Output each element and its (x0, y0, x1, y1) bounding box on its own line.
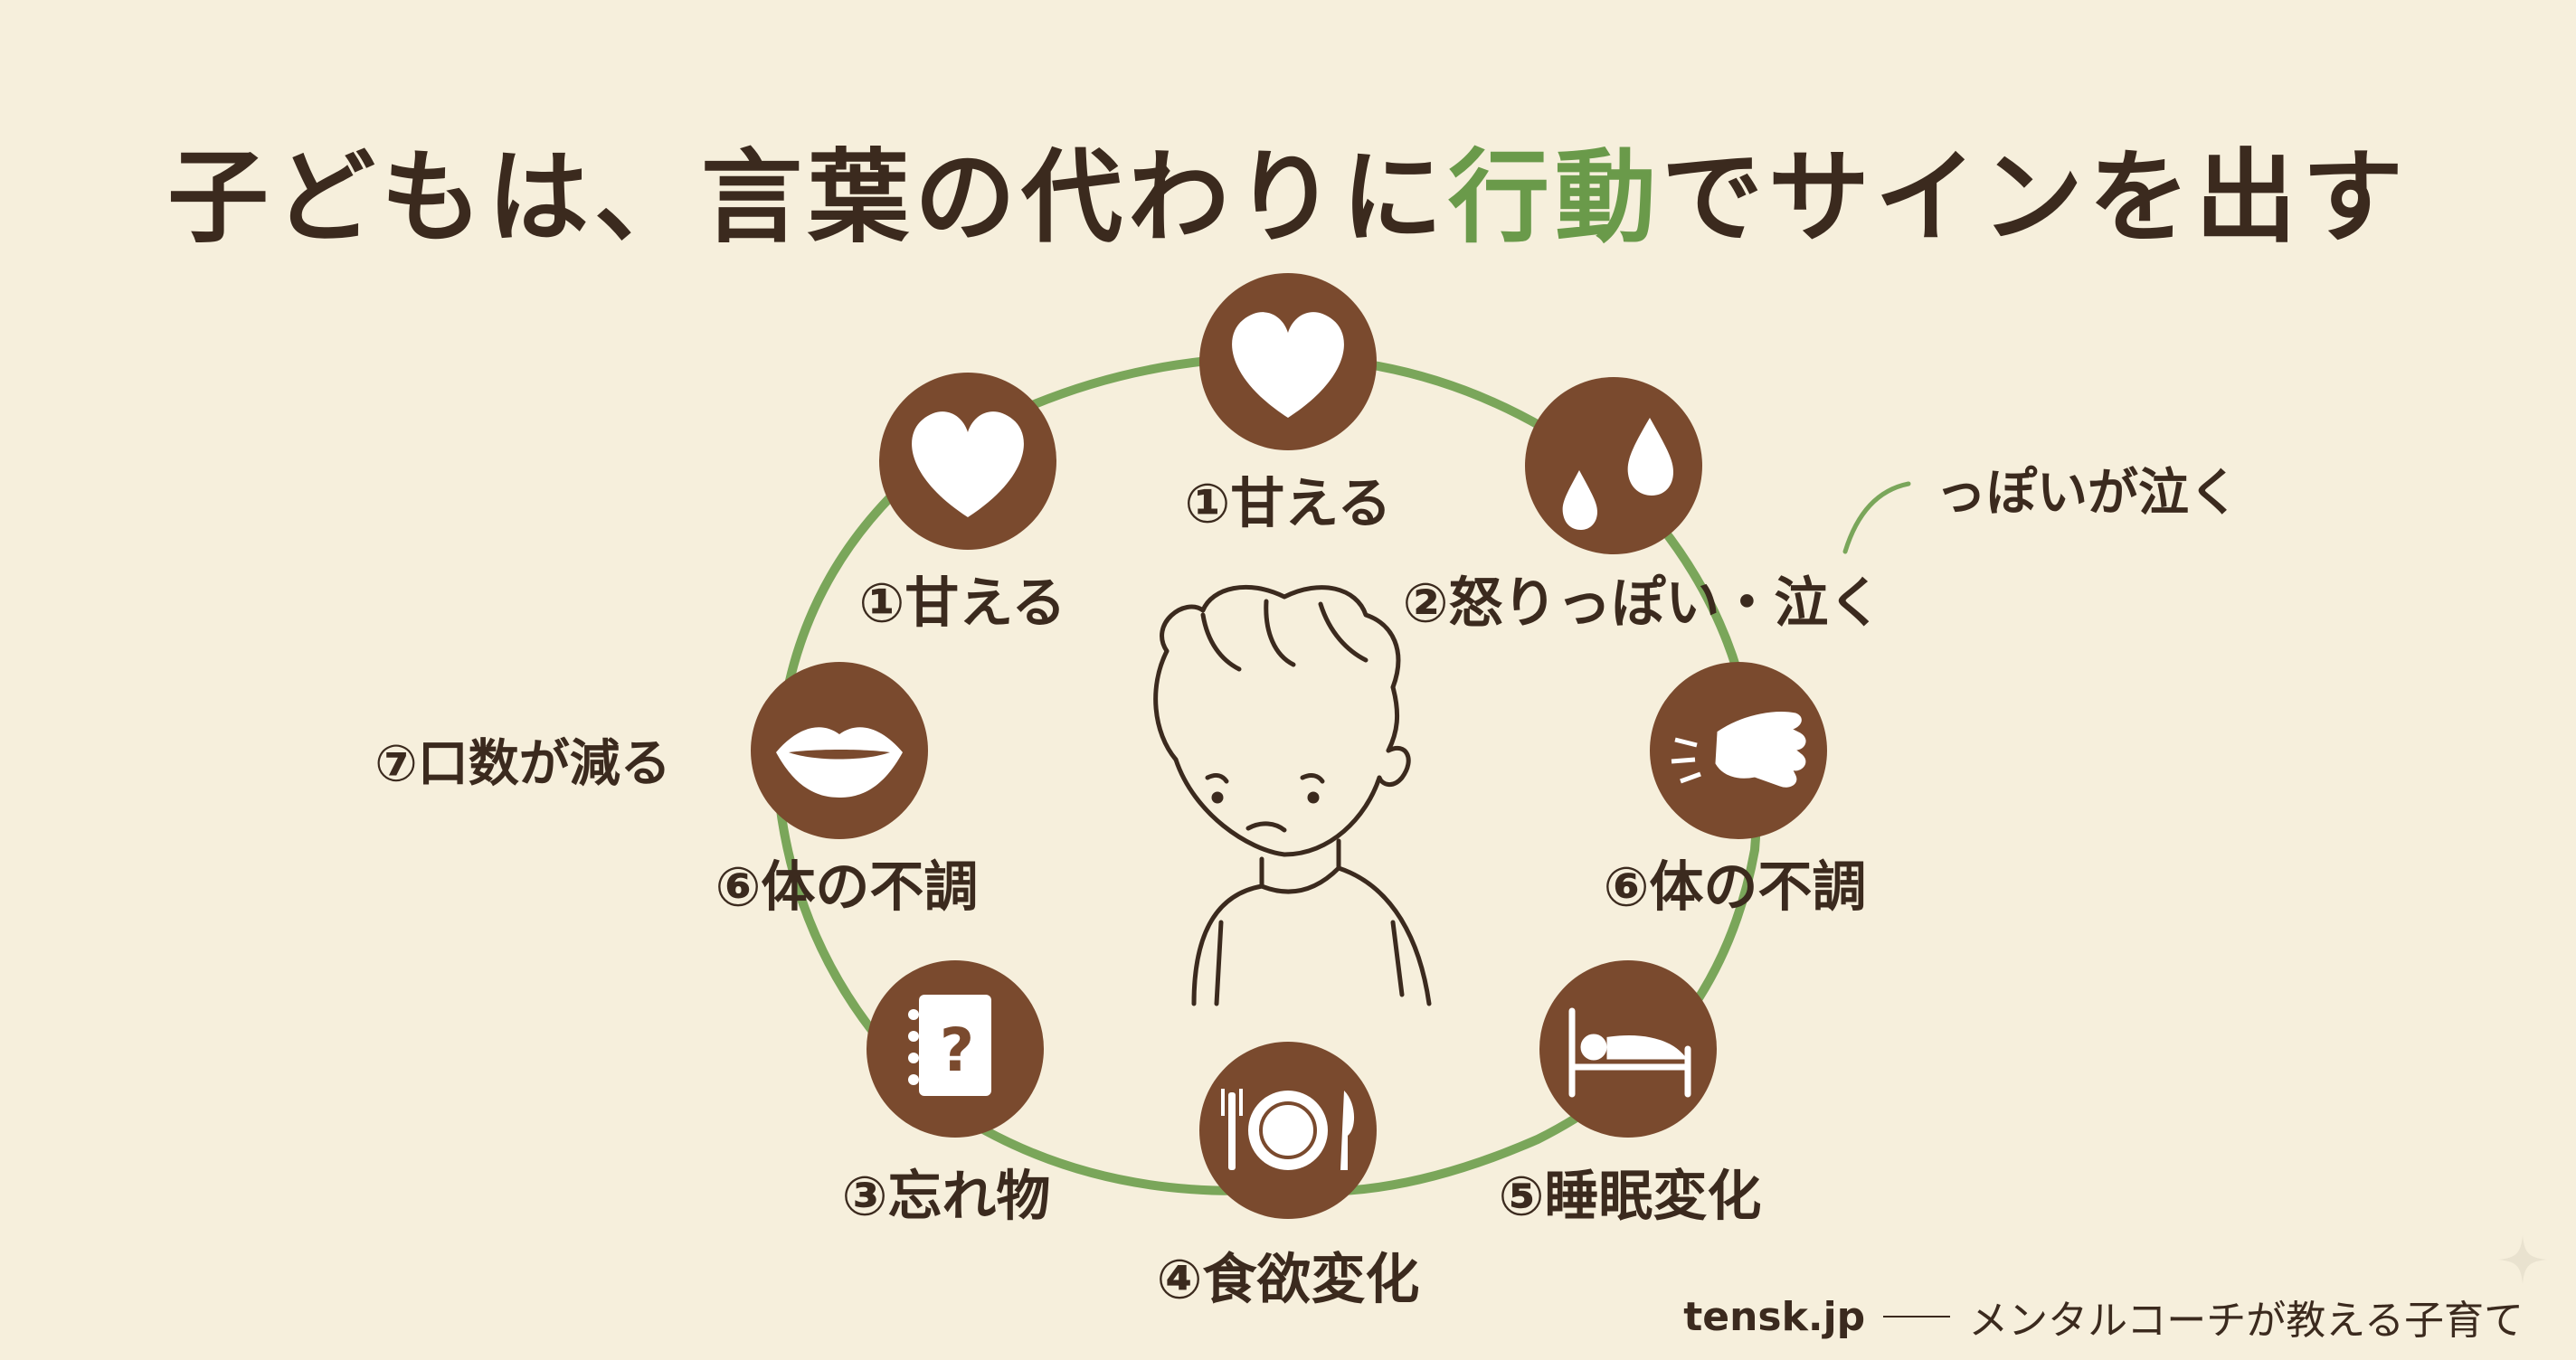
badge-heart-top (1199, 273, 1377, 450)
footer-site: tensk.jp (1683, 1293, 1866, 1340)
bed-icon (1568, 1007, 1691, 1098)
label-sign-4: ④食欲変化 (1156, 1248, 1420, 1312)
notebook-question-icon: ? (908, 995, 991, 1096)
child-illustration (1153, 584, 1432, 1006)
page-title: 子どもは、言葉の代わりに行動でサインを出す (0, 116, 2576, 262)
label-sign-5: ⑤睡眠変化 (1498, 1165, 1762, 1229)
label-sign-2: ②怒りっぽい・泣く (1402, 571, 1883, 636)
side-note-connector (1842, 481, 1911, 554)
label-sign-7: ⑦口数が減る (374, 734, 671, 794)
label-sign-3: ③忘れ物 (841, 1165, 1051, 1229)
heart-icon (1232, 312, 1344, 418)
hand-icon (1671, 712, 1806, 788)
label-sign-1b: ①甘える (858, 571, 1066, 636)
label-sign-6b: ⑥体の不調 (1603, 855, 1867, 920)
drops-icon (1562, 418, 1673, 530)
lips-icon (776, 727, 903, 798)
title-text: 子どもは、言葉の代わりに (167, 139, 1448, 257)
badge-heart-left (879, 373, 1056, 550)
label-sign-1a: ①甘える (1184, 472, 1392, 536)
badge-drops (1525, 377, 1702, 554)
badge-notebook: ? (867, 960, 1044, 1138)
badge-bed (1539, 960, 1717, 1138)
footer-divider (1883, 1316, 1951, 1318)
svg-text:?: ? (940, 1015, 974, 1085)
sparkle-icon (2498, 1235, 2547, 1284)
title-accent: 行動 (1448, 139, 1662, 257)
heart-icon (912, 411, 1024, 517)
label-sign-6a: ⑥体の不調 (715, 855, 979, 920)
title-text-end: でサインを出す (1662, 139, 2409, 257)
badge-hand (1650, 662, 1827, 839)
badge-lips (751, 662, 928, 839)
plate-icon (1221, 1089, 1355, 1170)
footer: tensk.jp メンタルコーチが教える子育て (1683, 1288, 2524, 1346)
badge-plate (1199, 1042, 1377, 1219)
side-note: っぽいが泣く (1936, 464, 2240, 523)
footer-tagline: メンタルコーチが教える子育て (1968, 1298, 2524, 1344)
